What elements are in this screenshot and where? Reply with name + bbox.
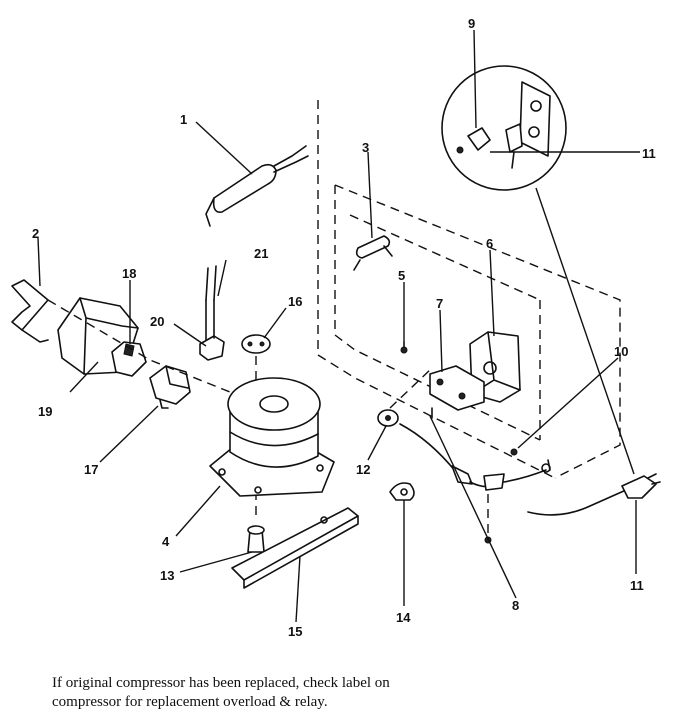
grommet-part xyxy=(241,334,271,354)
callout-15: 15 xyxy=(288,624,302,639)
mounting-grommet xyxy=(247,525,265,553)
cabinet-outline xyxy=(317,100,621,479)
callout-20: 20 xyxy=(150,314,164,329)
compressor-body xyxy=(209,377,335,497)
bracket-part xyxy=(353,235,393,271)
callout-21: 21 xyxy=(254,246,268,261)
callout-4: 4 xyxy=(162,534,170,549)
wire-harness xyxy=(399,407,551,491)
note-line-2: compressor for replacement overload & re… xyxy=(52,694,328,710)
callout-13: 13 xyxy=(160,568,174,583)
screw-10 xyxy=(510,448,551,471)
washer-part xyxy=(377,409,399,427)
callout-17: 17 xyxy=(84,462,98,477)
callout-11-bottom: 11 xyxy=(630,578,644,593)
callout-7: 7 xyxy=(436,296,443,311)
callout-2: 2 xyxy=(32,226,39,241)
terminal-connector xyxy=(199,299,225,361)
leader-lines xyxy=(37,29,640,623)
callout-9: 9 xyxy=(468,16,475,31)
retaining-clip xyxy=(11,279,49,343)
callout-14: 14 xyxy=(396,610,411,625)
callout-16: 16 xyxy=(288,294,302,309)
callout-19: 19 xyxy=(38,404,52,419)
relay-part xyxy=(149,365,191,409)
note-line-1: If original compressor has been replaced… xyxy=(52,675,390,691)
callout-labels: 1 2 3 4 5 6 7 8 9 10 11 11 12 13 14 15 1… xyxy=(32,16,656,639)
inset-leader xyxy=(535,187,635,475)
callout-5: 5 xyxy=(398,268,405,283)
callout-3: 3 xyxy=(362,140,369,155)
cable-clamp xyxy=(389,482,415,501)
callout-18: 18 xyxy=(122,266,136,281)
wire-leads xyxy=(205,265,217,301)
callout-11-top: 11 xyxy=(642,146,656,161)
base-rail xyxy=(231,507,359,589)
replacement-note: If original compressor has been replaced… xyxy=(52,674,652,712)
callout-6: 6 xyxy=(486,236,493,251)
power-cord xyxy=(527,473,661,516)
callout-8: 8 xyxy=(512,598,519,613)
callout-10: 10 xyxy=(614,344,628,359)
callout-1: 1 xyxy=(180,112,187,127)
overload-part xyxy=(111,341,147,377)
mounting-plate xyxy=(429,365,485,411)
callout-12: 12 xyxy=(356,462,370,477)
drier-tube xyxy=(205,145,309,227)
outlet-detail-inset xyxy=(441,65,567,191)
screw-5 xyxy=(400,341,408,354)
